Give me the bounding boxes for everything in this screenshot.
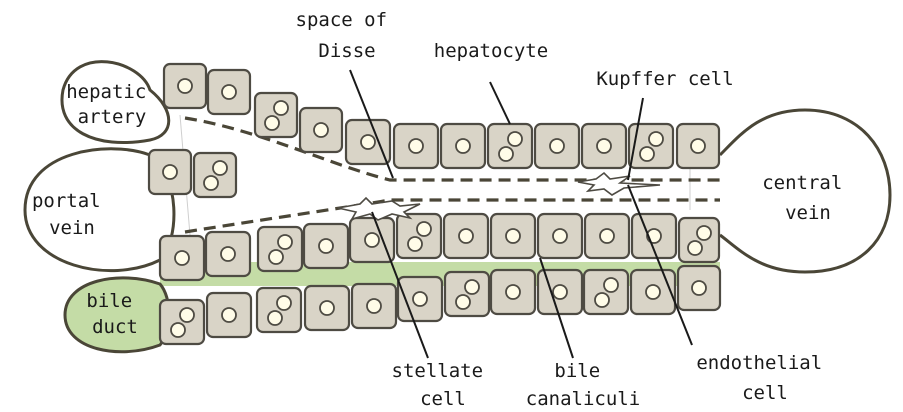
cell-nucleus [499,147,513,161]
cell-nucleus [508,132,522,146]
cell-nucleus [604,278,618,292]
cell-nucleus [697,226,711,240]
cell-nucleus [365,233,379,247]
cell-nucleus [595,293,609,307]
bile-duct [65,278,169,352]
hepatocyte-cell [679,218,719,262]
cell-nucleus [319,239,333,253]
hepatocyte-cell [255,93,297,137]
cell-nucleus [409,139,423,153]
cell-nucleus [163,165,177,179]
cell-nucleus [553,285,567,299]
cell-nucleus [222,85,236,99]
cell-nucleus [222,308,236,322]
cell-nucleus [413,292,427,306]
hepatocyte-cell [194,153,236,197]
cell-nucleus [649,132,663,146]
kupffer-cell-shape [578,173,660,195]
label-space-of-disse: space of Disse [296,9,399,62]
label-endothelial-cell: endothelial cell [696,352,833,404]
hepatocyte-cell [258,227,302,271]
cell-nucleus [204,176,218,190]
hepatocyte-cords [149,64,720,344]
cell-nucleus [506,229,520,243]
cell-nucleus [265,116,279,130]
label-bile-canaliculi: bile canaliculi [526,360,640,410]
cell-nucleus [269,250,283,264]
hepatocyte-cell [397,214,441,258]
cell-nucleus [367,299,381,313]
leader-hepatocyte [490,82,510,124]
cell-nucleus [417,222,431,236]
cell-nucleus [459,229,473,243]
cell-nucleus [506,285,520,299]
cell-nucleus [277,296,291,310]
cell-nucleus [213,161,227,175]
cell-nucleus [692,281,706,295]
cell-nucleus [221,247,235,261]
cell-nucleus [550,139,564,153]
cell-nucleus [640,147,654,161]
hepatocyte-cell [257,288,301,332]
cell-nucleus [314,123,328,137]
label-hepatocyte: hepatocyte [434,40,548,62]
cell-nucleus [456,295,470,309]
cell-nucleus [268,311,282,325]
cell-nucleus [553,229,567,243]
cell-nucleus [465,280,479,294]
cell-nucleus [178,79,192,93]
cell-nucleus [456,139,470,153]
cell-nucleus [175,251,189,265]
hepatocyte-cell [584,270,628,314]
hepatocyte-cell [160,300,204,344]
cell-nucleus [688,241,702,255]
cell-nucleus [691,139,705,153]
cell-nucleus [646,285,660,299]
cell-nucleus [361,135,375,149]
cell-nucleus [408,237,422,251]
cell-nucleus [320,301,334,315]
hepatocyte-cell [445,272,489,316]
cell-nucleus [278,235,292,249]
cell-nucleus [274,101,288,115]
hepatocyte-cell [488,124,532,168]
hepatocyte-cell [629,124,673,168]
label-kupffer-cell: Kupffer cell [596,68,733,90]
cell-nucleus [171,323,185,337]
label-stellate-cell: stellate cell [392,360,495,410]
cell-nucleus [597,139,611,153]
cell-nucleus [180,308,194,322]
cell-nucleus [600,229,614,243]
